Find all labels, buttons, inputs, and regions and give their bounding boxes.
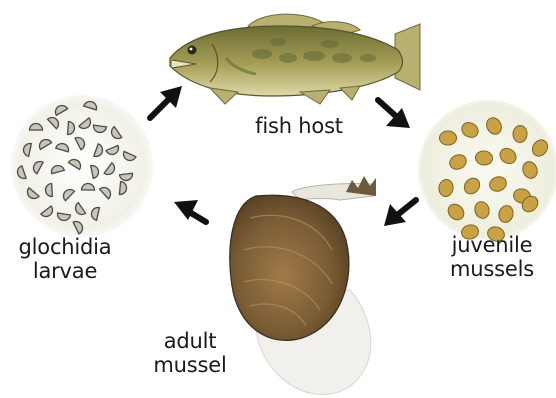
juvenile-label-line1: juvenile [436, 233, 548, 257]
juvenile-mussels-label: juvenile mussels [436, 233, 548, 281]
arrow-glochidia-to-fish [150, 86, 182, 118]
bass-fish-illustration [170, 14, 420, 104]
fish-host-label-text: fish host [236, 114, 362, 138]
juvenile-mussel-micrograph [418, 100, 556, 243]
arrow-fish-to-juvenile [378, 100, 410, 128]
juvenile-label-line2: mussels [436, 257, 548, 281]
adult-mussel-photo [230, 176, 376, 395]
adult-label-line2: mussel [138, 353, 242, 377]
glochidia-label-line2: larvae [10, 259, 120, 283]
adult-mussel-label: adult mussel [138, 329, 242, 377]
juvenile-mussel [513, 125, 528, 143]
fish-host-label: fish host [236, 114, 362, 138]
juvenile-mussel [440, 131, 457, 145]
glochidia-micrograph [11, 95, 153, 237]
arrow-adult-to-glochidia [174, 200, 206, 222]
glochidia-label-line1: glochidia [10, 235, 120, 259]
glochidia-larvae-label: glochidia larvae [10, 235, 120, 283]
adult-label-line1: adult [138, 329, 242, 353]
arrow-juvenile-to-adult [384, 200, 416, 226]
